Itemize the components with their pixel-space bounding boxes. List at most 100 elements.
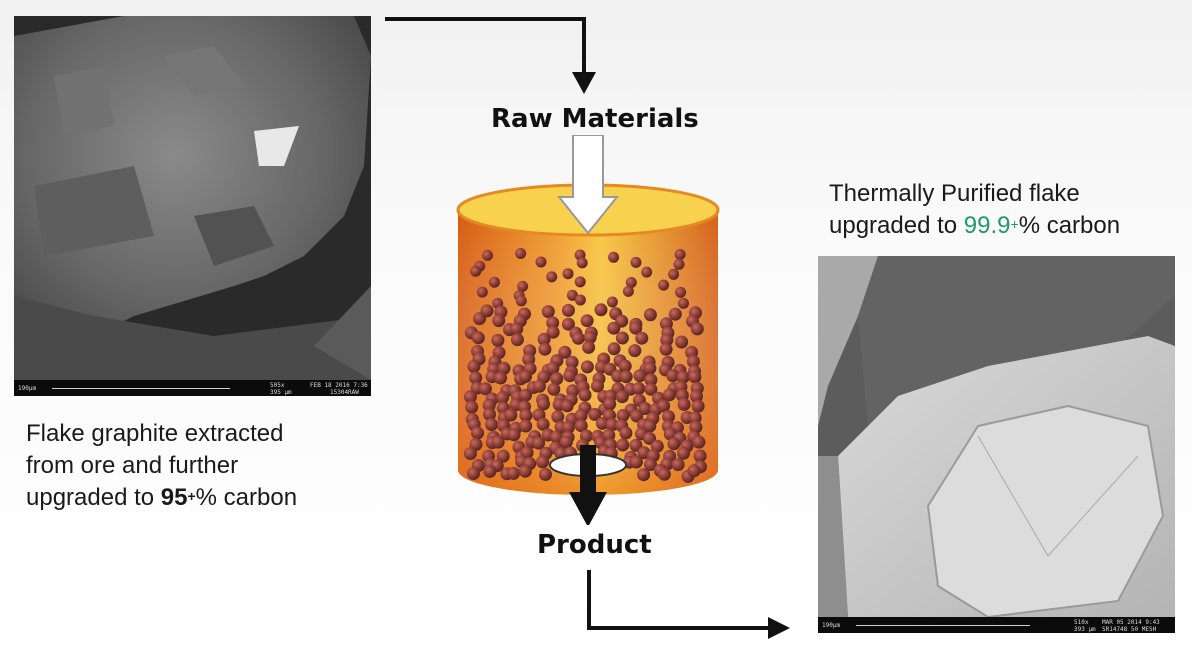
particle — [574, 276, 586, 288]
particle — [546, 271, 558, 283]
particle — [483, 407, 496, 421]
particle — [482, 398, 496, 412]
particle — [563, 369, 577, 383]
particle — [660, 333, 674, 347]
particle — [644, 382, 658, 396]
particle — [535, 256, 547, 268]
particle — [643, 308, 657, 322]
particle — [618, 359, 632, 373]
caption-line: from ore and further — [26, 452, 239, 479]
particle — [515, 295, 527, 307]
particle — [541, 305, 555, 319]
particle — [675, 286, 687, 298]
particle — [515, 248, 527, 259]
particle — [539, 467, 552, 481]
particle — [519, 409, 533, 422]
particle — [615, 331, 629, 345]
purified-flake-caption: Thermally Purified flake upgraded to 99.… — [829, 178, 1120, 242]
particle — [463, 390, 477, 404]
particle — [668, 307, 682, 321]
mag-label: 505x — [270, 382, 285, 389]
particle — [625, 277, 637, 288]
particle — [536, 417, 550, 431]
carbon-value: 99.9 — [963, 212, 1011, 239]
particle — [463, 447, 477, 460]
particle — [678, 297, 689, 309]
purification-reactor — [456, 135, 720, 525]
particle — [606, 296, 618, 308]
particle — [482, 249, 493, 261]
arrow-to-raw-materials — [385, 17, 586, 78]
particle — [465, 400, 479, 414]
particle — [494, 371, 508, 385]
sample-label: 15304RAW — [330, 389, 359, 396]
particle — [492, 314, 506, 328]
raw-materials-label: Raw Materials — [491, 104, 699, 134]
particle — [605, 418, 619, 432]
particle — [619, 426, 633, 440]
particle — [638, 402, 652, 415]
particle — [518, 464, 532, 478]
particle — [619, 370, 633, 384]
date-label: MAR 05 2014 9:43 — [1102, 619, 1160, 626]
particle — [491, 435, 505, 449]
particle — [550, 372, 564, 386]
particle — [622, 285, 634, 297]
sem-left-scalebar: 190μm 505x 395 μm FEB 18 2016 7:36 15304… — [14, 380, 371, 396]
particle — [677, 397, 691, 411]
particle — [471, 331, 485, 345]
caption-text: % carbon — [195, 484, 298, 511]
particle — [686, 355, 700, 368]
particle — [473, 312, 486, 326]
particle — [478, 382, 492, 396]
plus-sup: + — [187, 488, 196, 504]
field-label: 395 μm — [270, 389, 292, 396]
mag-label: 510x — [1074, 619, 1089, 626]
caption-text: upgraded to — [26, 484, 161, 511]
sem-image-raw-flake: 190μm 505x 395 μm FEB 18 2016 7:36 15304… — [14, 16, 371, 396]
caption-line: upgraded to 95+% carbon — [26, 482, 297, 514]
particle — [677, 446, 690, 460]
particle — [546, 325, 560, 339]
particle — [504, 408, 518, 422]
particle — [644, 373, 658, 387]
particle — [673, 258, 685, 270]
particle — [496, 391, 510, 405]
particle — [560, 399, 574, 413]
particle — [566, 289, 578, 301]
particle — [580, 314, 594, 328]
particle — [594, 303, 608, 317]
particle — [582, 340, 596, 354]
particle — [595, 416, 609, 430]
scale-line — [856, 625, 1030, 626]
particle — [470, 265, 482, 277]
particle — [547, 382, 561, 396]
product-label: Product — [537, 530, 652, 560]
particle — [628, 344, 642, 358]
particle — [603, 397, 617, 411]
particle — [538, 342, 552, 356]
particle — [559, 435, 573, 449]
particle — [635, 331, 649, 345]
particle — [629, 321, 643, 335]
particle — [510, 333, 524, 347]
particle — [630, 256, 642, 268]
particle — [496, 449, 510, 463]
particle — [657, 467, 671, 481]
particle — [666, 369, 680, 383]
particle — [532, 436, 546, 450]
particle — [659, 342, 673, 356]
particle — [551, 410, 565, 424]
particle — [657, 399, 671, 413]
raw-flake-photo — [14, 16, 371, 396]
particle — [485, 418, 499, 431]
sem-image-purified-flake: 190μm 510x 393 μm MAR 05 2014 9:43 SR147… — [818, 256, 1175, 633]
arrowhead-right — [768, 617, 790, 639]
caption-text: upgraded to — [829, 212, 964, 239]
particle — [693, 449, 707, 463]
particle — [667, 437, 681, 451]
scale-line — [52, 388, 230, 389]
particle — [671, 458, 685, 472]
particle — [574, 419, 588, 433]
